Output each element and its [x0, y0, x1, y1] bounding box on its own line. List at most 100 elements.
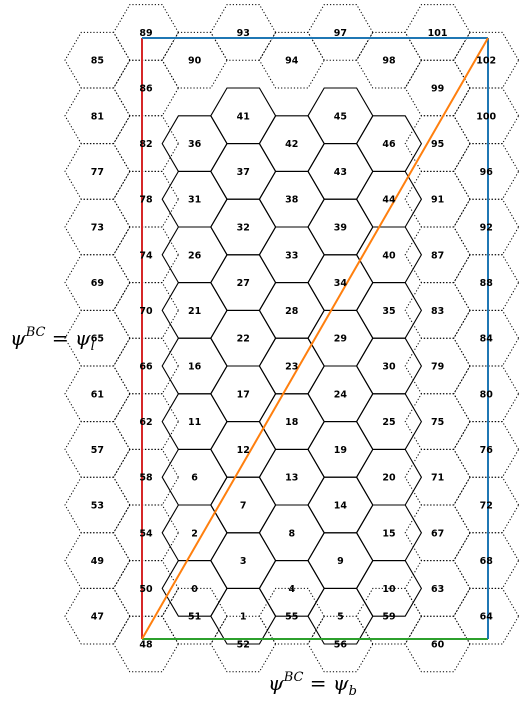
cell-label-25: 25: [382, 417, 395, 428]
cell-label-23: 23: [285, 362, 298, 373]
cell-label-97: 97: [334, 28, 347, 39]
cell-label-20: 20: [382, 473, 396, 484]
bottom-bc-subscript: b: [349, 684, 357, 699]
ghost-cell-100: [453, 87, 520, 145]
cell-label-77: 77: [91, 167, 104, 178]
left-bc-superscript: BC: [25, 325, 46, 340]
cell-label-99: 99: [431, 84, 444, 95]
cell-label-50: 50: [139, 584, 153, 595]
cell-label-57: 57: [91, 445, 104, 456]
cell-label-30: 30: [382, 362, 396, 373]
ghost-cell-80: [453, 365, 520, 423]
ghost-cell-66: [113, 337, 179, 395]
ghost-cell-101: [404, 4, 471, 61]
ghost-cell-72: [453, 476, 520, 534]
cell-label-79: 79: [431, 362, 444, 373]
cell-label-22: 22: [237, 334, 250, 345]
cell-label-11: 11: [188, 417, 201, 428]
cell-label-6: 6: [191, 473, 198, 484]
cell-label-76: 76: [480, 445, 494, 456]
cell-label-53: 53: [91, 501, 104, 512]
cell-label-51: 51: [188, 612, 201, 623]
cell-label-86: 86: [139, 84, 153, 95]
cell-label-39: 39: [334, 223, 347, 234]
interior-cells: [161, 87, 423, 645]
cell-label-93: 93: [237, 28, 250, 39]
cell-label-36: 36: [188, 139, 202, 150]
ghost-cell-88: [453, 254, 520, 311]
cell-label-15: 15: [382, 528, 395, 539]
ghost-cell-55: [258, 587, 325, 645]
cell-label-101: 101: [428, 28, 448, 39]
cell-label-49: 49: [91, 556, 104, 567]
cell-label-72: 72: [480, 501, 493, 512]
cell-label-8: 8: [288, 528, 295, 539]
cell-label-41: 41: [237, 111, 250, 122]
cell-label-74: 74: [139, 250, 153, 261]
cell-label-1: 1: [240, 612, 247, 623]
cell-label-65: 65: [91, 334, 104, 345]
cell-46: [355, 115, 423, 172]
ghost-cell-82: [113, 115, 179, 172]
bottom-boundary-condition-label: ψBC = ψb: [268, 670, 357, 699]
cell-label-17: 17: [237, 389, 250, 400]
cell-label-13: 13: [285, 473, 298, 484]
ghost-cells: [64, 4, 520, 673]
left-bc-equals-psi: = ψ: [45, 326, 90, 350]
cell-label-2: 2: [191, 528, 198, 539]
bottom-bc-superscript: BC: [283, 670, 304, 685]
cell-label-92: 92: [480, 223, 493, 234]
cell-label-87: 87: [431, 250, 444, 261]
cell-label-94: 94: [285, 56, 299, 67]
cell-label-48: 48: [139, 640, 153, 651]
ghost-cell-58: [113, 448, 179, 506]
ghost-cell-89: [113, 4, 179, 61]
cell-labels: 4748495051525354555657585960616263646566…: [91, 28, 497, 651]
ghost-cell-50: [113, 560, 179, 617]
cell-label-37: 37: [237, 167, 250, 178]
cell-label-55: 55: [285, 612, 298, 623]
cell-label-26: 26: [188, 250, 202, 261]
cell-label-44: 44: [382, 195, 396, 206]
cell-label-27: 27: [237, 278, 250, 289]
cell-label-56: 56: [334, 640, 348, 651]
cell-label-28: 28: [285, 306, 299, 317]
cell-label-62: 62: [139, 417, 152, 428]
cell-label-24: 24: [334, 389, 348, 400]
cell-label-59: 59: [382, 612, 395, 623]
cell-label-68: 68: [480, 556, 494, 567]
cell-label-67: 67: [431, 528, 444, 539]
bottom-bc-equals-psi: = ψ: [303, 671, 348, 695]
ghost-cell-54: [113, 504, 179, 562]
cell-label-40: 40: [382, 250, 396, 261]
ghost-cell-97: [307, 4, 374, 61]
ghost-cell-74: [113, 226, 179, 284]
ghost-cell-102: [453, 31, 520, 89]
ghost-cell-70: [113, 282, 179, 339]
cell-label-61: 61: [91, 389, 104, 400]
cell-label-34: 34: [334, 278, 348, 289]
cell-label-100: 100: [476, 111, 496, 122]
cell-label-4: 4: [288, 584, 295, 595]
cell-label-78: 78: [139, 195, 153, 206]
cell-label-5: 5: [337, 612, 344, 623]
cell-label-21: 21: [188, 306, 201, 317]
diagonal-line: [141, 37, 489, 640]
ghost-cell-96: [453, 143, 520, 200]
left-bc-psi: ψ: [10, 326, 26, 350]
cell-label-95: 95: [431, 139, 444, 150]
ghost-cell-51: [161, 587, 228, 645]
left-boundary-condition-label: ψBC = ψl: [10, 325, 95, 354]
cell-label-98: 98: [382, 56, 396, 67]
cell-label-90: 90: [188, 56, 202, 67]
ghost-cell-93: [210, 4, 277, 61]
cell-label-38: 38: [285, 195, 299, 206]
cell-label-42: 42: [285, 139, 298, 150]
cell-label-82: 82: [139, 139, 152, 150]
ghost-cell-92: [453, 198, 520, 256]
cell-label-66: 66: [139, 362, 153, 373]
cell-label-9: 9: [337, 556, 344, 567]
cell-label-54: 54: [139, 528, 153, 539]
cell-label-12: 12: [237, 445, 250, 456]
